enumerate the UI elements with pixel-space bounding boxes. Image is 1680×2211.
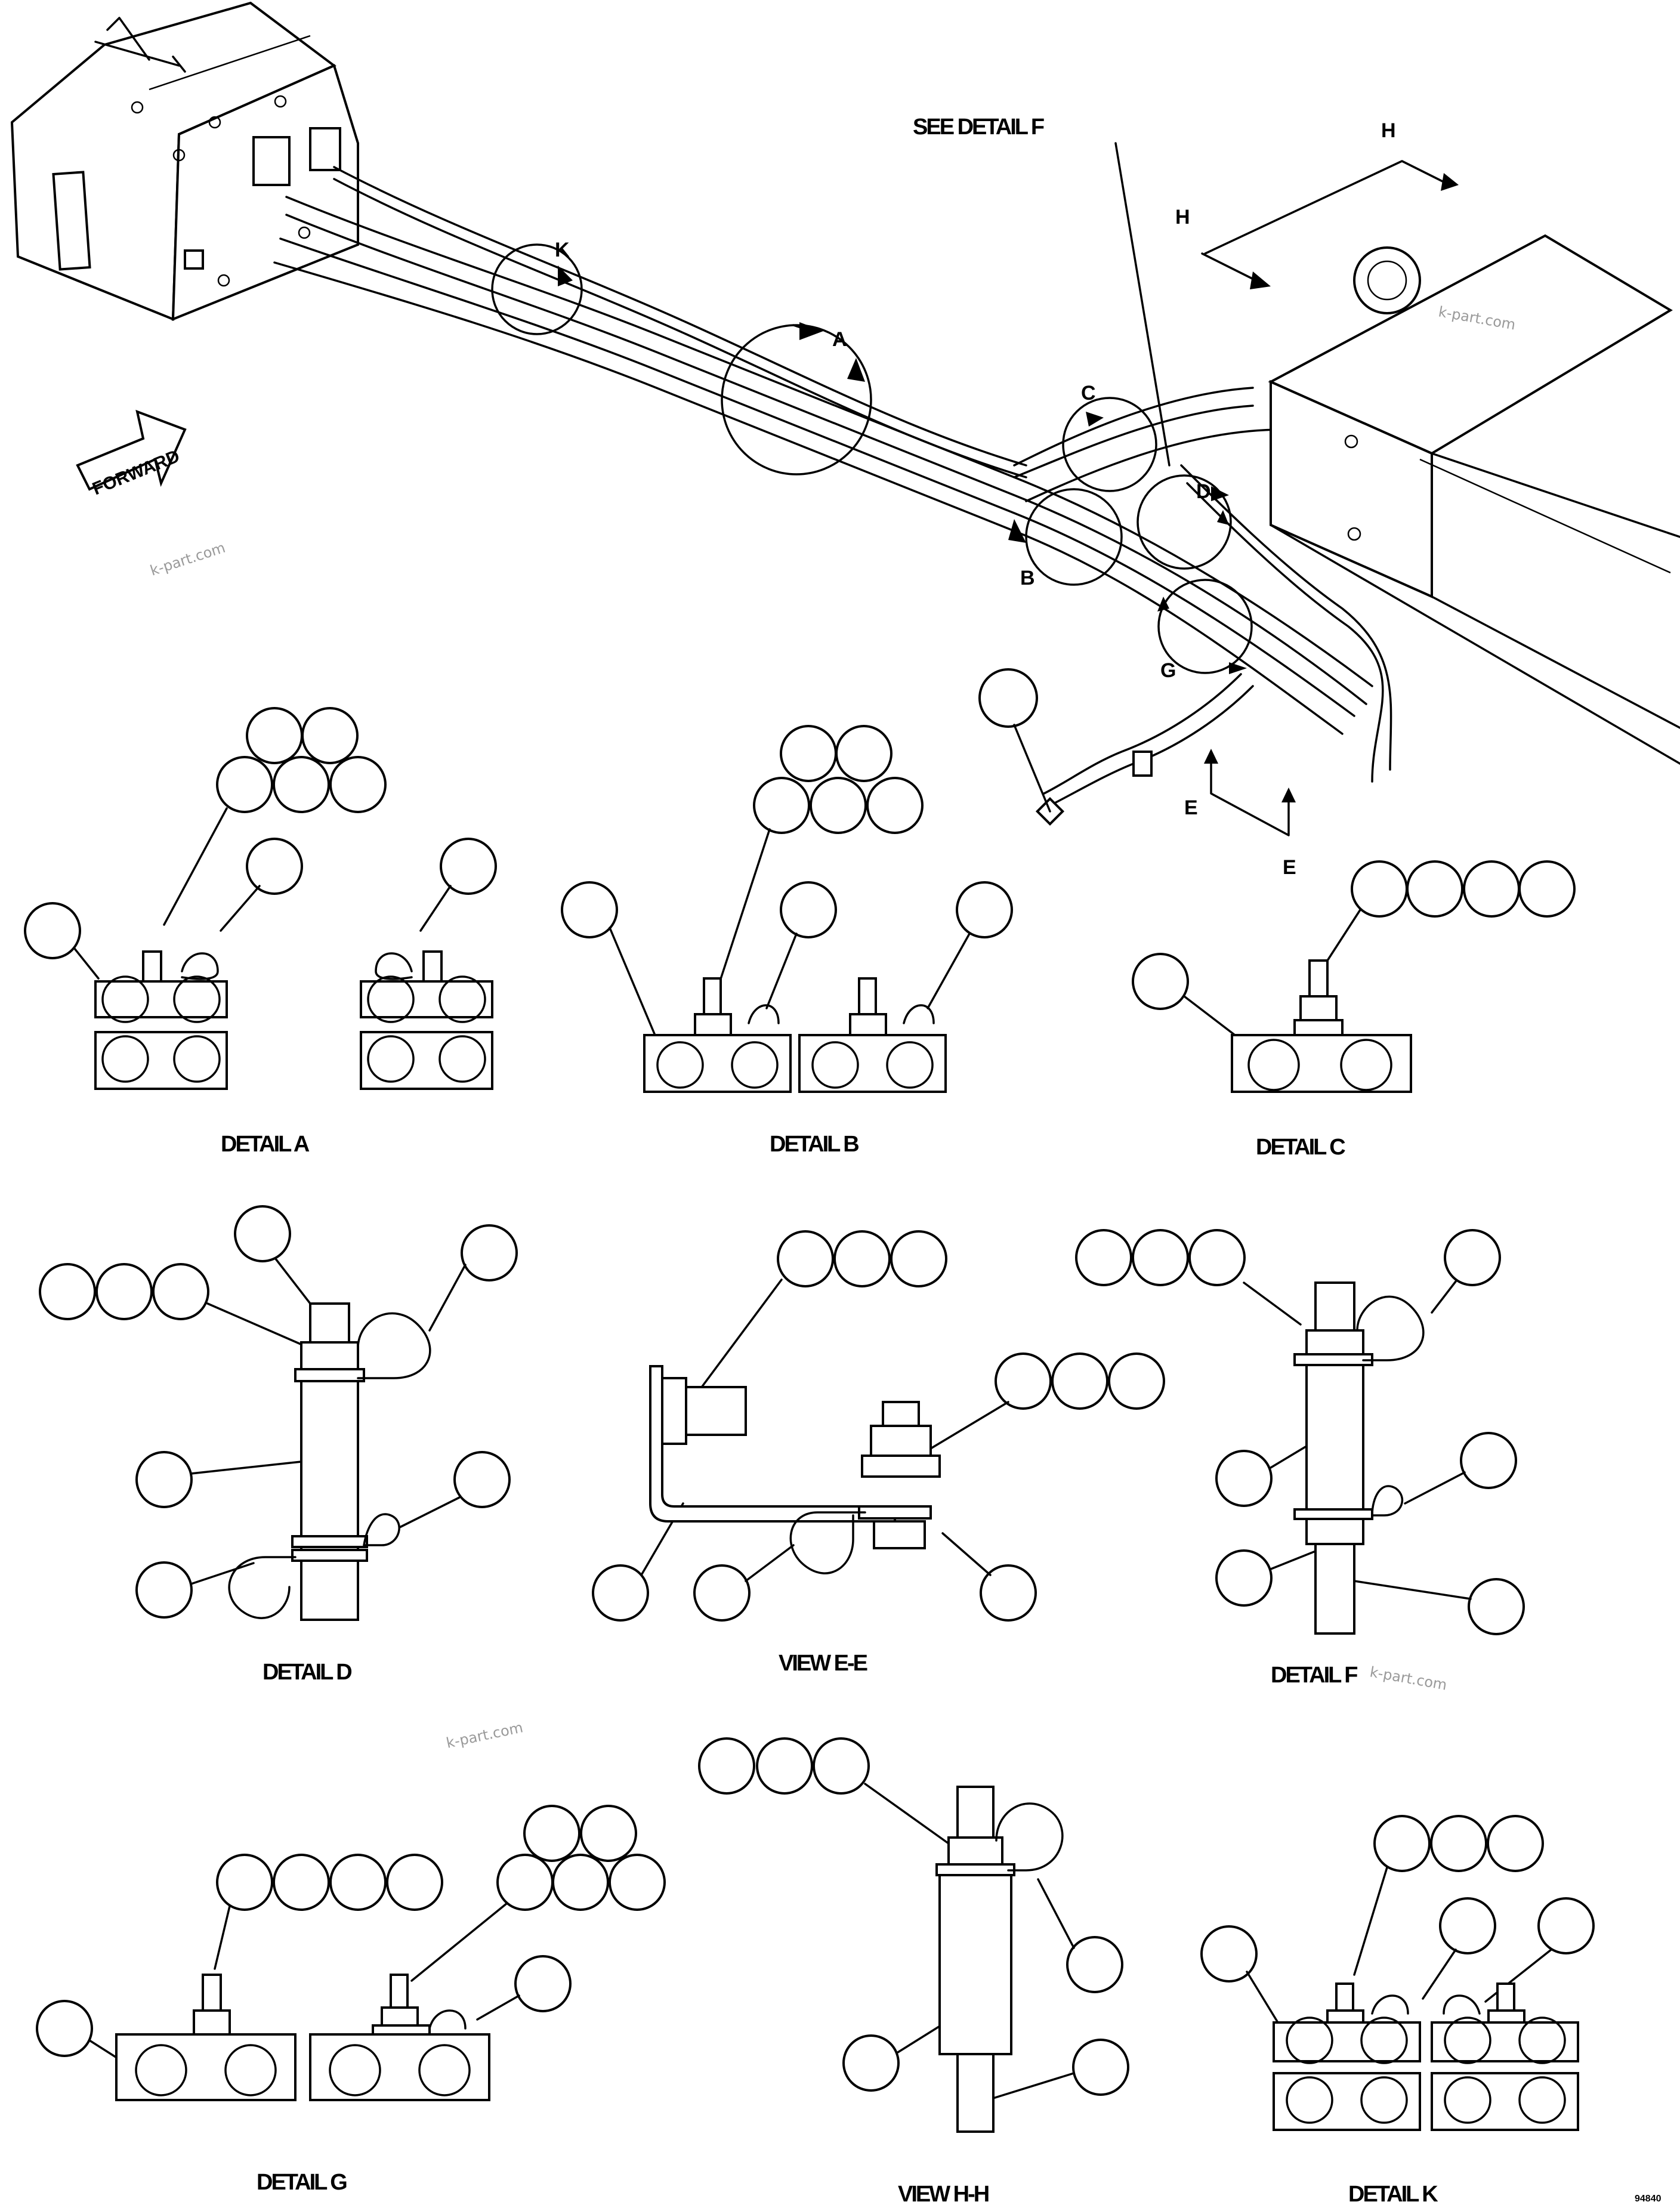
letter-d: D bbox=[1196, 480, 1211, 503]
caption-view-e-e: VIEW E-E bbox=[779, 1651, 867, 1676]
letter-b: B bbox=[1020, 567, 1035, 589]
machine-frame bbox=[1268, 234, 1680, 765]
caption-detail-f: DETAIL F bbox=[1271, 1663, 1357, 1688]
watermark: k-part.com bbox=[444, 1719, 524, 1752]
see-detail-f-label: SEE DETAIL F bbox=[913, 115, 1044, 140]
letter-e1: E bbox=[1184, 796, 1198, 819]
detail-b: DETAIL B bbox=[561, 725, 1013, 1157]
caption-detail-g: DETAIL G bbox=[257, 2170, 347, 2195]
detail-c: DETAIL C bbox=[1132, 860, 1576, 1160]
detail-a: DETAIL A bbox=[24, 707, 497, 1157]
letter-g: G bbox=[1160, 659, 1176, 682]
detail-g: DETAIL G bbox=[36, 1805, 666, 2195]
hose-bundle bbox=[273, 166, 1392, 826]
letter-h1: H bbox=[1381, 119, 1396, 142]
watermark: k-part.com bbox=[1369, 1663, 1449, 1693]
caption-detail-k: DETAIL K bbox=[1348, 2182, 1438, 2207]
callout-circles bbox=[491, 243, 1253, 674]
forward-arrow-icon: FORWARD bbox=[76, 409, 187, 499]
letter-a: A bbox=[832, 328, 847, 351]
caption-detail-a: DETAIL A bbox=[221, 1132, 310, 1157]
view-h-h: VIEW H-H bbox=[698, 1737, 1129, 2207]
detail-d: DETAIL D bbox=[39, 1205, 518, 1685]
view-arrow-icon bbox=[1114, 142, 1459, 836]
overview-callout-bubble bbox=[978, 668, 1038, 728]
detail-k: DETAIL K bbox=[1200, 1815, 1595, 2207]
letter-k: K bbox=[555, 239, 570, 261]
figure-reference-number: 94840 bbox=[1635, 2194, 1662, 2204]
detail-f: DETAIL F bbox=[1075, 1229, 1525, 1688]
watermark: k-part.com bbox=[148, 539, 227, 579]
letter-c: C bbox=[1081, 382, 1096, 404]
caption-detail-b: DETAIL B bbox=[770, 1132, 858, 1157]
overview-illustration: K A C D B G H H E E SEE DETAIL F FORWAR bbox=[10, 1, 1680, 879]
caption-view-h-h: VIEW H-H bbox=[898, 2182, 989, 2207]
view-e-e: VIEW E-E bbox=[592, 1230, 1165, 1676]
caption-detail-d: DETAIL D bbox=[262, 1660, 351, 1685]
overview-letters: K A C D B G H H E E SEE DETAIL F bbox=[555, 115, 1396, 879]
letter-e2: E bbox=[1283, 856, 1296, 879]
letter-h2: H bbox=[1175, 206, 1190, 228]
caption-detail-c: DETAIL C bbox=[1256, 1135, 1345, 1160]
valve-box bbox=[10, 1, 359, 322]
